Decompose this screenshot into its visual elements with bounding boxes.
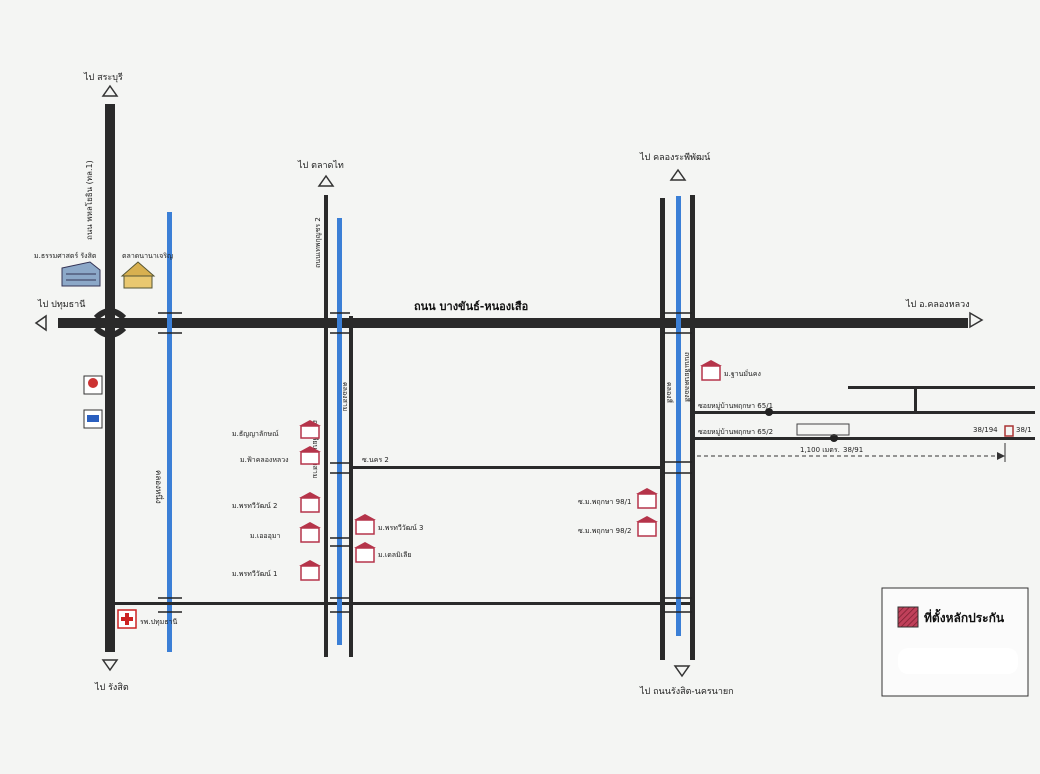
hospital-icon — [117, 609, 137, 629]
house-icon — [299, 522, 321, 543]
arrow-up-icon — [101, 84, 119, 97]
arrow-down-icon — [101, 659, 119, 672]
distance-label: 1,100 เมตร. — [800, 446, 840, 454]
soi-65-2-road — [695, 437, 1035, 440]
arrow-up-icon — [317, 174, 335, 187]
village-pruksa1-label: ม.พรทวีวัฒน์ 1 — [232, 570, 277, 578]
marker-dot — [765, 408, 773, 416]
building-icon — [61, 261, 101, 287]
village-p98-1-label: ซ.ม.พฤกษา 98/1 — [578, 498, 631, 506]
arrow-left-icon — [34, 314, 47, 332]
house-icon — [354, 542, 376, 563]
plot-label-3: 38/1 — [1016, 426, 1032, 434]
village-thanya-label: ม.ธัญญาลักษณ์ — [232, 430, 279, 438]
plot-box — [796, 423, 850, 436]
marker-dot — [830, 434, 838, 442]
village-pruksa2-label: ม.พรทวีวัฒน์ 2 — [232, 502, 277, 510]
road-liap-khlong-3-west — [324, 195, 328, 657]
direction-khlong-luang: ไป อ.คลองหลวง — [905, 299, 970, 310]
canal-khlong-si-label: คลองสี่ — [665, 382, 674, 404]
upper-east-connector — [914, 386, 917, 414]
soi-65-1-road — [695, 411, 1035, 414]
road-liap-khlong-4-east — [690, 195, 695, 660]
gas-station-icon — [83, 409, 103, 429]
thammasat-label: ม.ธรรมศาสตร์ รังสิต — [34, 252, 97, 260]
south-road — [115, 602, 695, 605]
arrow-right-icon — [997, 452, 1005, 460]
market-label: ตลาดนานาเจริญ — [122, 252, 173, 260]
khlong-4-road-label: ถนนเลียบคลองสี่ — [683, 352, 692, 403]
house-icon — [299, 446, 321, 465]
village-baan-label: ม.ฐานมั่นคง — [724, 369, 761, 378]
house-icon — [636, 488, 658, 509]
legend-box — [881, 587, 1029, 697]
main-road-label: ถนน บางขันธ์-หนองเสือ — [414, 300, 528, 313]
direction-pathum-thani: ไป ปทุมธานี — [37, 299, 85, 310]
legend-label: ที่ตั้งหลักประกัน — [924, 608, 1005, 625]
soi-65-1-label: ซอยหมู่บ้านพฤกษา 65/1 — [698, 402, 773, 410]
direction-saraburi: ไป สระบุรี — [83, 72, 123, 83]
bridge — [664, 312, 692, 613]
phahon-2-label: ถนนเทพกุญชร 2 — [314, 217, 322, 268]
soi-65-2-label: ซอยหมู่บ้านพฤกษา 65/2 — [698, 428, 773, 436]
village-p98-2-label: ซ.ม.พฤกษา 98/2 — [578, 527, 631, 535]
house-icon — [299, 492, 321, 513]
legend-redaction — [898, 648, 1018, 674]
arrow-up-icon — [669, 168, 687, 181]
gas-station-icon — [83, 375, 103, 395]
house-icon — [636, 516, 658, 537]
house-icon — [299, 420, 321, 439]
village-delight-label: ม.เดลมิเลีย — [378, 551, 411, 559]
canal-khlong-si — [676, 196, 681, 636]
direction-rangsit-nakhon-nayok: ไป ถนนรังสิต-นครนายก — [639, 686, 734, 697]
hospital-label: รพ.ปทุมธานี — [140, 618, 177, 626]
plot-label-2: 38/194 — [973, 426, 998, 434]
bridge — [158, 312, 182, 613]
village-pruksa3-label: ม.พรทวีวัฒน์ 3 — [378, 524, 423, 532]
direction-khlong-rapiphat: ไป คลองระพีพัฒน์ — [639, 151, 710, 163]
village-eam-label: ม.เอออุมา — [250, 532, 280, 540]
road-liap-khlong-3-east — [349, 316, 353, 657]
road-liap-khlong-4-west — [660, 198, 665, 660]
main-road — [58, 318, 968, 328]
legend-swatch — [897, 606, 919, 628]
soi-2-road — [353, 466, 663, 469]
arrow-right-icon — [969, 311, 984, 329]
market-icon — [120, 261, 156, 289]
canal-khlong-sam — [337, 218, 342, 645]
upper-east-road — [848, 386, 1035, 389]
interchange — [93, 308, 127, 338]
direction-rangsit: ไป รังสิต — [94, 682, 129, 693]
canal-khlong-nueng — [167, 212, 172, 652]
direction-talad-thai: ไป ตลาดไท — [297, 160, 344, 171]
phahonyothin-road — [105, 104, 115, 652]
property-marker — [1004, 425, 1014, 437]
village-fah-label: ม.ฟ้าคลองหลวง — [240, 456, 289, 464]
house-icon — [700, 360, 722, 381]
house-icon — [354, 514, 376, 535]
canal-khlong-sam-label: คลองสาม — [341, 382, 349, 411]
house-icon — [299, 560, 321, 581]
canal-khlong-nueng-label: คลองหนึ่ง — [154, 470, 165, 504]
phahonyothin-label: ถนน พหลโยธิน (ทล.1) — [84, 160, 94, 240]
soi-2-label: ซ.นคร 2 — [362, 456, 389, 464]
arrow-down-icon — [673, 665, 691, 678]
bridge — [330, 312, 350, 613]
plot-label-1: 38/91 — [843, 446, 863, 454]
